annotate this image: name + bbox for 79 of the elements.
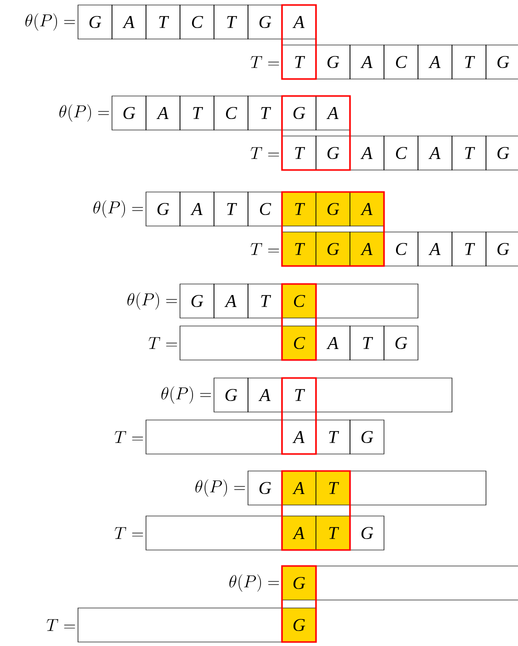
sequence-cell: G (248, 470, 282, 506)
sequence-cell: T (214, 4, 248, 40)
sequence-cell: A (282, 420, 316, 454)
sequence-cell: A (248, 378, 282, 412)
sequence-cell: G (112, 96, 146, 130)
equation-label: $T =$ (250, 147, 279, 159)
sequence-cell: A (316, 96, 350, 130)
equation-label: $\theta(P) =$ (229, 574, 279, 592)
equation-label: $T =$ (250, 243, 279, 255)
sequence-cell: G (486, 232, 518, 266)
sequence-cell: A (350, 44, 384, 80)
sequence-cell: G (248, 4, 282, 40)
blank-cell (316, 566, 518, 600)
sequence-cell: A (350, 192, 384, 226)
sequence-cell: T (452, 232, 486, 266)
blank-cell (316, 284, 418, 318)
equation-label: $\theta(P) =$ (161, 386, 211, 404)
sequence-cell: T (316, 516, 350, 550)
sequence-cell: T (452, 136, 486, 170)
sequence-cell: G (78, 4, 112, 40)
blank-cell (350, 470, 486, 506)
sequence-cell: A (418, 136, 452, 170)
sequence-cell: C (384, 136, 418, 170)
sequence-cell: A (418, 232, 452, 266)
sequence-cell: T (248, 284, 282, 318)
sequence-cell: T (316, 470, 350, 506)
sequence-cell: A (180, 192, 214, 226)
sequence-cell: G (282, 96, 316, 130)
blank-cell (146, 420, 282, 454)
sequence-cell: A (146, 96, 180, 130)
sequence-cell: T (452, 44, 486, 80)
sequence-cell: G (350, 516, 384, 550)
sequence-cell: T (248, 96, 282, 130)
sequence-cell: C (248, 192, 282, 226)
sequence-cell: T (282, 44, 316, 80)
blank-cell (180, 326, 282, 360)
sequence-cell: T (350, 326, 384, 360)
sequence-cell: C (214, 96, 248, 130)
sequence-cell: C (384, 44, 418, 80)
sequence-cell: G (146, 192, 180, 226)
highlight-frame (281, 95, 351, 171)
sequence-cell: G (486, 44, 518, 80)
blank-cell (316, 378, 452, 412)
highlight-frame (281, 191, 385, 267)
equation-label: $T =$ (148, 337, 177, 349)
sequence-cell: G (214, 378, 248, 412)
equation-label: $\theta(P) =$ (127, 292, 177, 310)
sequence-cell: G (384, 326, 418, 360)
sequence-cell: G (180, 284, 214, 318)
sequence-cell: G (316, 44, 350, 80)
sequence-cell: G (316, 232, 350, 266)
sequence-cell: A (316, 326, 350, 360)
sequence-cell: T (316, 420, 350, 454)
sequence-cell: T (146, 4, 180, 40)
sequence-cell: T (282, 136, 316, 170)
sequence-cell: G (486, 136, 518, 170)
sequence-cell: T (282, 378, 316, 412)
sequence-cell: A (350, 232, 384, 266)
sequence-cell: T (180, 96, 214, 130)
sequence-cell: T (214, 192, 248, 226)
sequence-cell: C (180, 4, 214, 40)
equation-label: $\theta(P) =$ (195, 479, 245, 497)
sequence-cell: A (350, 136, 384, 170)
sequence-cell: A (418, 44, 452, 80)
sequence-cell: G (350, 420, 384, 454)
sequence-cell: A (214, 284, 248, 318)
sequence-cell: C (384, 232, 418, 266)
highlight-frame (281, 283, 317, 361)
highlight-frame (281, 4, 317, 80)
sequence-cell: A (282, 4, 316, 40)
highlight-frame (281, 470, 351, 551)
sequence-cell: G (316, 136, 350, 170)
sequence-cell: G (316, 192, 350, 226)
equation-label: $T =$ (250, 56, 279, 68)
highlight-frame (281, 565, 317, 643)
sequence-cell: A (112, 4, 146, 40)
blank-cell (146, 516, 282, 550)
highlight-frame (281, 377, 317, 455)
blank-cell (78, 608, 282, 642)
